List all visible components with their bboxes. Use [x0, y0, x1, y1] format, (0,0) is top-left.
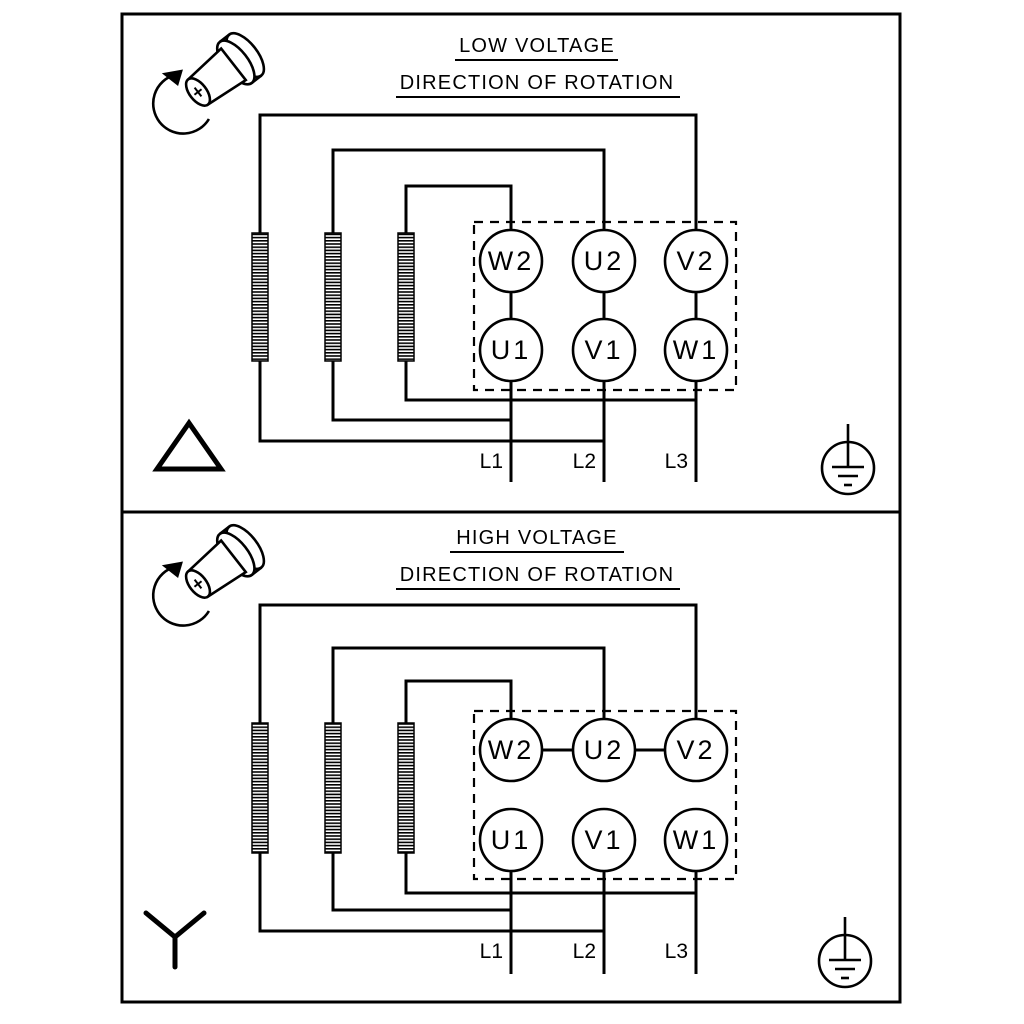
terminal-circle [663, 807, 729, 873]
supply-line-label-l2: L2 [573, 940, 596, 963]
terminal-circle [571, 717, 637, 783]
panel-low-voltage: LOW VOLTAGE DIRECTION OF ROTATION W2 [135, 17, 876, 496]
terminal-u2: U2 [571, 717, 637, 783]
supply-line-label-l3: L3 [665, 940, 688, 963]
panel-title: HIGH VOLTAGE [456, 527, 617, 549]
terminal-circle [478, 717, 544, 783]
supply-line-label-l3: L3 [665, 450, 688, 473]
terminal-u1: U1 [478, 317, 544, 383]
wire-u2-u1 [331, 148, 606, 422]
terminal-circle [571, 807, 637, 873]
terminal-circle [478, 228, 544, 294]
wire-u2-u1 [331, 646, 606, 912]
delta-connection-icon [152, 418, 226, 472]
terminal-label: V1 [584, 335, 623, 365]
terminal-v2: V2 [663, 717, 729, 783]
terminal-label: W1 [673, 335, 720, 365]
wire-v2-v1 [258, 603, 698, 933]
terminal-u2: U2 [571, 228, 637, 294]
terminal-w1: W1 [663, 317, 729, 383]
terminal-w2: W2 [478, 717, 544, 783]
terminal-circle [663, 317, 729, 383]
terminal-circle [571, 228, 637, 294]
panel-high-voltage: HIGH VOLTAGE DIRECTION OF ROTATION W2 [135, 509, 873, 989]
supply-line-label-l1: L1 [480, 940, 503, 963]
terminal-v2: V2 [663, 228, 729, 294]
terminal-label: U2 [584, 246, 625, 276]
panel-subtitle: DIRECTION OF ROTATION [400, 72, 674, 94]
panel-subtitle: DIRECTION OF ROTATION [400, 564, 674, 586]
terminal-label: U2 [584, 735, 625, 765]
star-arm [143, 910, 178, 940]
terminal-u1: U1 [478, 807, 544, 873]
terminal-label: U1 [491, 335, 532, 365]
terminal-circle [663, 717, 729, 783]
terminal-circle [478, 317, 544, 383]
winding-coil-2 [324, 232, 342, 362]
wire-w2-w1 [404, 679, 696, 895]
star-connection-icon [143, 910, 207, 970]
winding-coil-3 [397, 232, 415, 362]
terminal-v1: V1 [571, 317, 637, 383]
winding-coil-1 [251, 722, 269, 854]
terminal-label: U1 [491, 825, 532, 855]
terminal-label: V1 [584, 825, 623, 855]
wiring [258, 113, 698, 482]
winding-coil-2 [324, 722, 342, 854]
winding-coil-1 [251, 232, 269, 362]
terminal-label: W2 [488, 246, 535, 276]
star-arm [172, 910, 207, 940]
winding-coil-3 [397, 722, 415, 854]
wire-v2-v1 [258, 113, 698, 443]
terminal-v1: V1 [571, 807, 637, 873]
supply-line-label-l1: L1 [480, 450, 503, 473]
wiring [258, 603, 698, 974]
panel-title: LOW VOLTAGE [459, 35, 615, 57]
terminal-label: V2 [676, 735, 715, 765]
supply-line-label-l2: L2 [573, 450, 596, 473]
terminal-circle [478, 807, 544, 873]
terminal-circle [571, 317, 637, 383]
terminal-circle [663, 228, 729, 294]
terminal-w2: W2 [478, 228, 544, 294]
terminal-board-outline [472, 220, 738, 392]
terminal-label: W2 [488, 735, 535, 765]
terminal-board-outline [472, 709, 738, 881]
terminal-label: W1 [673, 825, 720, 855]
terminal-label: V2 [676, 246, 715, 276]
terminal-w1: W1 [663, 807, 729, 873]
wire-w2-w1 [404, 184, 696, 402]
